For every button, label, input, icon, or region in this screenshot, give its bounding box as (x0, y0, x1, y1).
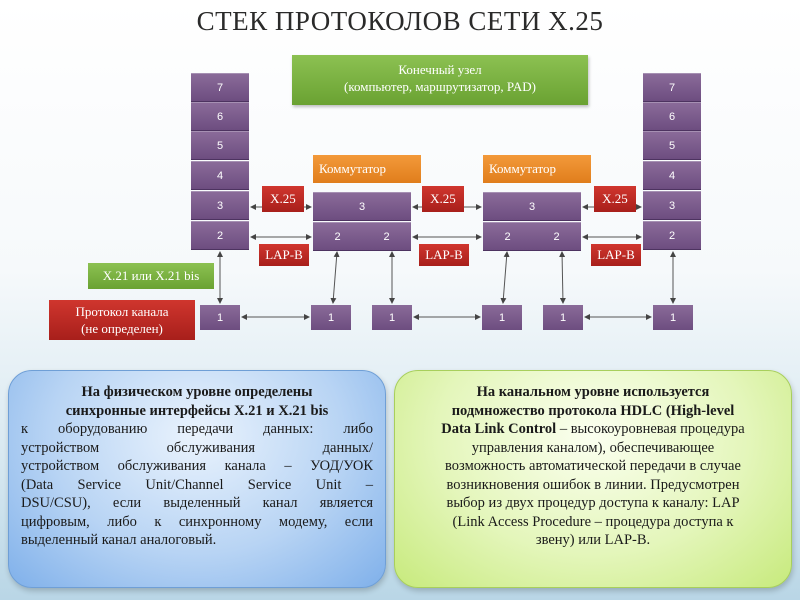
switch-2-level-2b: 2 (532, 222, 581, 251)
hdlc-term: Data Link Control (441, 421, 557, 437)
slide-title: СТЕК ПРОТОКОЛОВ СЕТИ Х.25 (196, 6, 604, 36)
physical-panel-line: устройством обслуживания канала – УОД/УО… (21, 458, 373, 474)
physical-panel-line: к оборудованию передачи данных: либо (21, 421, 373, 437)
x25-label-3: X.25 (594, 186, 636, 212)
left-stack-level-5: 5 (191, 131, 249, 160)
switch-2-label: Коммутатор (483, 155, 591, 183)
physical-panel-heading-1: На физическом уровне определены (81, 384, 313, 400)
switch-1-label: Коммутатор (313, 155, 421, 183)
x25-label-2: X.25 (422, 186, 464, 212)
datalink-panel-line: (Link Access Procedure – процедура досту… (452, 513, 734, 530)
data-link-layer-panel: На канальном уровне используется подмнож… (394, 370, 792, 588)
link-vert-sw1a (330, 251, 340, 304)
physical-cell-3: 1 (372, 305, 412, 330)
physical-panel-heading-2: синхронные интерфейсы X.21 и X.21 bis (65, 402, 329, 419)
lapb-label-1: LAP-B (259, 244, 309, 266)
left-stack-level-6: 6 (191, 102, 249, 131)
right-stack-level-2: 2 (643, 221, 701, 250)
switch-1-level-2b: 2 (362, 222, 411, 251)
end-node-title: Конечный узел (398, 62, 482, 77)
datalink-panel-heading-1: На канальном уровне используется (476, 384, 710, 400)
physical-panel-line: DSU/CSU), если выделенный канал является (21, 495, 373, 511)
switch-1-level-3: 3 (313, 192, 411, 221)
right-stack-level-3: 3 (643, 191, 701, 220)
hdlc-description: – высокоуровневая процедура (556, 421, 745, 437)
physical-cell-6: 1 (653, 305, 693, 330)
datalink-panel-line: управления каналом), обеспечивающее (471, 439, 715, 456)
datalink-panel-line: возможность автоматической передачи в сл… (445, 458, 741, 474)
physical-cell-2: 1 (311, 305, 351, 330)
right-stack-level-6: 6 (643, 102, 701, 131)
right-stack-level-4: 4 (643, 161, 701, 190)
left-stack-level-2: 2 (191, 221, 249, 250)
channel-protocol-title: Протокол канала (75, 304, 169, 319)
left-stack-level-4: 4 (191, 161, 249, 190)
end-node-subtitle: (компьютер, маршрутизатор, PAD) (344, 79, 536, 94)
left-stack-level-7: 7 (191, 73, 249, 102)
channel-protocol-note: (не определен) (81, 321, 163, 336)
switch-1-level-2a: 2 (313, 222, 362, 251)
physical-cell-1: 1 (200, 305, 240, 330)
datalink-panel-line: возникновения ошибок в линии. Предусмотр… (446, 476, 740, 493)
datalink-panel-heading-2: подмножество протокола HDLC (High-level (451, 402, 735, 419)
datalink-panel-line: звену) или LAP-B. (535, 532, 651, 548)
lapb-label-3: LAP-B (591, 244, 641, 266)
datalink-panel-heading-3: Data Link Control – высокоуровневая проц… (407, 420, 779, 439)
physical-cell-4: 1 (482, 305, 522, 330)
right-stack-level-7: 7 (643, 73, 701, 102)
datalink-panel-line: выбор из двух процедур доступа к каналу:… (446, 495, 740, 511)
physical-panel-last-line: выделенный канал аналоговый. (21, 532, 217, 548)
physical-panel-line: устройством обслуживания данных/ (21, 439, 373, 456)
right-stack-level-5: 5 (643, 131, 701, 160)
x21-label: X.21 или X.21 bis (88, 263, 214, 289)
physical-layer-panel: На физическом уровне определены синхронн… (8, 370, 386, 588)
switch-2-level-2a: 2 (483, 222, 532, 251)
channel-protocol-box: Протокол канала (не определен) (49, 300, 195, 340)
link-vert-sw2a (500, 251, 510, 304)
x25-label-1: X.25 (262, 186, 304, 212)
physical-panel-line: (Data Service Unit/Channel Service Unit … (21, 476, 373, 493)
physical-cell-5: 1 (543, 305, 583, 330)
switch-2-level-3: 3 (483, 192, 581, 221)
lapb-label-2: LAP-B (419, 244, 469, 266)
end-node-box: Конечный узел (компьютер, маршрутизатор,… (292, 55, 588, 105)
link-vert-sw2b (559, 251, 566, 304)
left-stack-level-3: 3 (191, 191, 249, 220)
physical-panel-line: цифровым, либо к синхронному модему, есл… (21, 513, 373, 530)
